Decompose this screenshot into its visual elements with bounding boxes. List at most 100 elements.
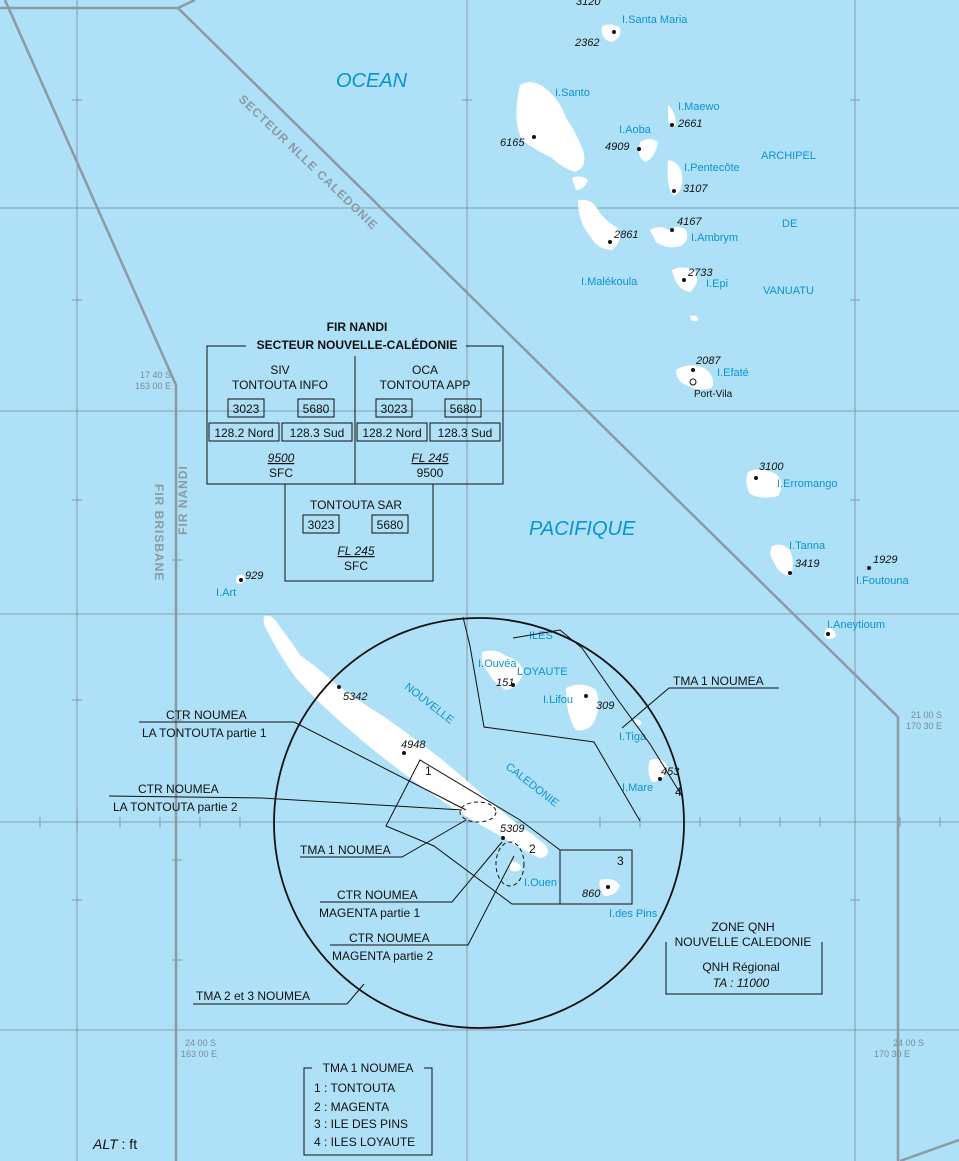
island-tanna: I.Tanna	[789, 540, 826, 552]
island-tiga: I.Tiga	[619, 731, 647, 743]
oca-upper-limit: FL 245	[411, 451, 448, 465]
tma1-circle	[273, 617, 685, 1029]
siv-code2-box	[297, 398, 335, 418]
fir-nandi-box: FIR NANDI SECTEUR NOUVELLE-CALÉDONIE SIV…	[206, 320, 504, 582]
elevation: 3100	[759, 461, 784, 473]
tma-sector-2: 2	[529, 842, 536, 856]
oca-lower-limit: 9500	[417, 466, 444, 480]
island-art: I.Art	[216, 587, 236, 599]
oca-freq1: 128.2 Nord	[362, 426, 421, 440]
legend-item: 1 : TONTOUTA	[314, 1081, 395, 1095]
tma-sector-1: 1	[425, 764, 432, 778]
siv-name: TONTOUTA INFO	[232, 378, 328, 392]
coord-lat: 17 40 S	[140, 370, 171, 380]
elevation: 4167	[677, 216, 702, 228]
sar-upper-limit: FL 245	[337, 544, 374, 558]
oca-code2: 5680	[450, 402, 477, 416]
oca-name: TONTOUTA APP	[380, 378, 471, 392]
elevation: 4948	[401, 739, 426, 751]
port-vila-airport-icon	[689, 378, 697, 386]
island-efate: I.Efaté	[717, 367, 749, 379]
coord-lat: 24 00 S	[893, 1038, 924, 1048]
siv-freq2: 128.3 Sud	[290, 426, 345, 440]
tma1-left-callout: TMA 1 NOUMEA	[300, 843, 391, 857]
elevation: 2733	[687, 267, 713, 279]
coord-lon: 170 30 E	[906, 721, 942, 731]
tma-sector-3: 3	[617, 854, 624, 868]
qnh-zone-box: ZONE QNH NOUVELLE CALEDONIE QNH Régional…	[665, 920, 823, 995]
siv-lower-limit: SFC	[269, 466, 293, 480]
qnh-title2: NOUVELLE CALEDONIE	[675, 935, 812, 949]
island-ambrym: I.Ambrym	[691, 232, 738, 244]
tma1-noumea-callout: TMA 1 NOUMEA	[673, 674, 764, 688]
elevation: 2362	[574, 37, 599, 49]
elevation: 5342	[343, 691, 367, 703]
island-lifou: I.Lifou	[543, 694, 573, 706]
island-erromango: I.Erromango	[777, 478, 838, 490]
sar-name: TONTOUTA SAR	[310, 498, 402, 512]
alt-unit: : ft	[118, 1136, 138, 1152]
sar-box	[284, 483, 434, 582]
siv-title: SIV	[270, 363, 289, 377]
legend-title: TMA 1 NOUMEA	[323, 1061, 414, 1075]
legend-item: 3 : ILE DES PINS	[314, 1117, 408, 1131]
sar-code1: 3023	[308, 518, 335, 532]
tma-sector-4: 4	[675, 785, 682, 799]
siv-freq2-box	[281, 422, 353, 442]
ctr-magenta1-line1: CTR NOUMEA	[337, 888, 418, 902]
coordinates: 17 40 S 163 00 E 21 00 S 170 30 E	[135, 370, 942, 731]
sar-lower-limit: SFC	[344, 559, 368, 573]
island-pentecote: I.Pentecôte	[684, 162, 740, 174]
qnh-regional: QNH Régional	[702, 960, 779, 974]
siv-upper-limit: 9500	[268, 451, 295, 465]
loyaute-label: LOYAUTE	[517, 666, 568, 678]
island-epi: I.Epi	[706, 278, 728, 290]
siv-code1-box	[227, 398, 265, 418]
callout-leaders	[108, 687, 779, 1005]
elevation: 151	[496, 677, 514, 689]
elevation: 4909	[605, 141, 629, 153]
ctr-tontouta2-line2: LA TONTOUTA partie 2	[113, 800, 238, 814]
tma23-callout: TMA 2 et 3 NOUMEA	[196, 989, 310, 1003]
oca-freq1-box	[356, 422, 428, 442]
elevation: 1929	[873, 554, 897, 566]
fir-box-title1: FIR NANDI	[327, 320, 388, 334]
tma1-legend: TMA 1 NOUMEA 1 : TONTOUTA 2 : MAGENTA 3 …	[303, 1061, 433, 1156]
port-vila-label: Port-Vila	[694, 389, 733, 400]
ctr-magenta2-line2: MAGENTA partie 2	[332, 949, 433, 963]
coord-lon: 163 00 E	[181, 1049, 217, 1059]
ctr-magenta2-line1: CTR NOUMEA	[349, 931, 430, 945]
iles-label: ILES	[529, 630, 553, 642]
alt-label: ALT	[92, 1136, 119, 1152]
coord-lon: 163 00 E	[135, 381, 171, 391]
qnh-ta: TA : 11000	[713, 976, 770, 990]
ctr-magenta1-line2: MAGENTA partie 1	[319, 906, 420, 920]
coord-lon: 170 30 E	[874, 1049, 910, 1059]
fir-box-title2: SECTEUR NOUVELLE-CALÉDONIE	[257, 337, 458, 352]
siv-freq1-box	[208, 422, 280, 442]
elevation: 3107	[683, 183, 708, 195]
tma-geometry	[273, 616, 685, 1029]
vanuatu-islands	[236, 24, 836, 639]
elevation: 3419	[795, 558, 819, 570]
elevation: 860	[582, 888, 601, 900]
island-ouvea: I.Ouvéa	[478, 658, 517, 670]
oca-code2-box	[444, 398, 482, 418]
elevation: 3120	[576, 0, 601, 8]
summit-dots	[239, 30, 871, 889]
ocean-label: OCEAN	[336, 70, 408, 92]
elevations: 3120 2362 6165 4909 2661 3107 4167 2861 …	[245, 0, 897, 900]
coord-lat: 21 00 S	[911, 710, 942, 720]
legend-item: 2 : MAGENTA	[314, 1100, 389, 1114]
vanuatu-label: VANUATU	[763, 285, 814, 297]
elevation: 309	[596, 700, 614, 712]
elevation: 6165	[500, 137, 525, 149]
island-santo: I.Santo	[555, 87, 590, 99]
island-maewo: I.Maewo	[678, 101, 720, 113]
coord-lat: 24 00 S	[185, 1038, 216, 1048]
island-names: I.Santa Maria I.Santo I.Maewo I.Aoba I.P…	[216, 14, 909, 920]
elevation: 2861	[613, 229, 638, 241]
